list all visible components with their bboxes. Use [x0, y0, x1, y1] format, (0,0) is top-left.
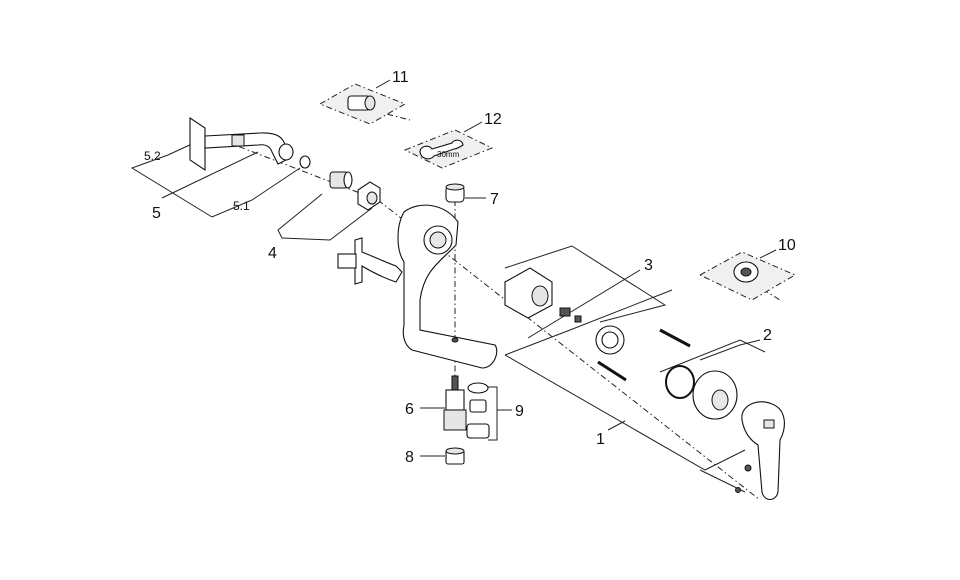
- seal-9-b: [469, 399, 487, 413]
- faucet-outlet-hole: [451, 337, 459, 343]
- nipple-4-end: [343, 171, 353, 189]
- aerator-8-top: [445, 447, 465, 455]
- seal-9-c: [466, 423, 490, 439]
- nut-4-face: [366, 191, 378, 205]
- leader-1: [504, 354, 746, 471]
- side-arm: [354, 237, 403, 285]
- leader-2a: [699, 339, 761, 361]
- leader-11: [375, 79, 391, 89]
- leader-5: [161, 151, 259, 199]
- cartridge-3-face: [531, 285, 549, 307]
- axis-spout-arm: [213, 136, 379, 201]
- faucet-body-bore-inner: [429, 231, 447, 249]
- leader-3a: [504, 245, 667, 323]
- leader-4b: [281, 207, 373, 241]
- wrench-size-text: 30mm: [437, 150, 460, 159]
- label-5: 5: [152, 205, 161, 222]
- label-10: 10: [778, 237, 796, 254]
- screw-lower: [597, 360, 627, 382]
- leader-9-bracket: [488, 386, 498, 441]
- leader-lines: [130, 79, 777, 493]
- handle-grub-screw: [744, 464, 752, 472]
- cartridge-screw: [574, 315, 582, 323]
- washer-5-1: [299, 155, 311, 169]
- spout-arm-5-mark: [231, 134, 245, 147]
- label-8: 8: [405, 449, 414, 466]
- assembly-axes: [213, 103, 781, 501]
- leader-12: [463, 121, 483, 133]
- lever-handle-1-badge: [763, 419, 775, 429]
- handle-cap-screw: [735, 487, 741, 493]
- label-12: 12: [484, 111, 502, 128]
- part-11-box: [318, 83, 407, 125]
- part-8-aerator: [445, 447, 465, 465]
- part-9-seals: [466, 382, 490, 439]
- cap-7-top: [445, 183, 465, 191]
- part-1-handle: [735, 401, 785, 501]
- fixing-screws: [597, 328, 691, 382]
- part-10-box: [698, 251, 797, 301]
- leader-5-1: [251, 167, 301, 201]
- clamp-ring-3-inner: [601, 331, 619, 349]
- part-labels: 1 2 3 4 5 5.1 5.2 6 7 8 9 10 11 12: [144, 69, 796, 466]
- cartridge-stem: [559, 307, 571, 317]
- part-2-escutcheon: [665, 365, 738, 420]
- part-3-cartridge: [504, 267, 625, 355]
- diverter-6-thread: [443, 409, 467, 431]
- o-ring-2: [665, 365, 695, 399]
- part-4-fittings: [329, 171, 381, 211]
- leader-5-2: [130, 154, 253, 218]
- label-11: 11: [392, 69, 409, 86]
- leader-3b: [527, 269, 641, 339]
- rosette-5-2: [189, 116, 206, 172]
- leader-10: [759, 249, 777, 259]
- wrench-12: [419, 139, 464, 160]
- leader-3c: [504, 289, 673, 356]
- leader-1-label: [607, 420, 626, 431]
- escutcheon-2-hole: [711, 389, 729, 411]
- tool-10-hub: [740, 267, 752, 277]
- part-7-cap: [445, 183, 465, 203]
- screw-upper: [659, 328, 691, 348]
- label-6: 6: [405, 401, 414, 418]
- spout-arm-5-end: [278, 143, 294, 161]
- label-5-2: 5.2: [144, 149, 161, 163]
- diverter-6-body: [445, 389, 465, 411]
- part-5-spout-arm: [189, 116, 311, 172]
- label-9: 9: [515, 403, 524, 420]
- part-6-diverter: [443, 375, 467, 431]
- faucet-body: [397, 204, 498, 369]
- seal-9-a: [467, 382, 489, 394]
- adapter-nut-11-face: [364, 95, 376, 111]
- spout-arm-5: [204, 132, 291, 165]
- label-2: 2: [763, 327, 772, 344]
- label-4: 4: [268, 245, 277, 262]
- label-3: 3: [644, 257, 653, 274]
- side-arm-connector: [337, 253, 357, 269]
- leader-2b: [659, 339, 766, 373]
- main-body: [337, 204, 498, 369]
- lever-handle-1: [741, 401, 785, 501]
- part-12-box: 30mm: [403, 129, 494, 169]
- leader-4a: [277, 193, 323, 239]
- diverter-6-stem: [451, 375, 459, 391]
- label-5-1: 5.1: [233, 199, 250, 213]
- label-1: 1: [596, 431, 605, 448]
- label-7: 7: [490, 191, 499, 208]
